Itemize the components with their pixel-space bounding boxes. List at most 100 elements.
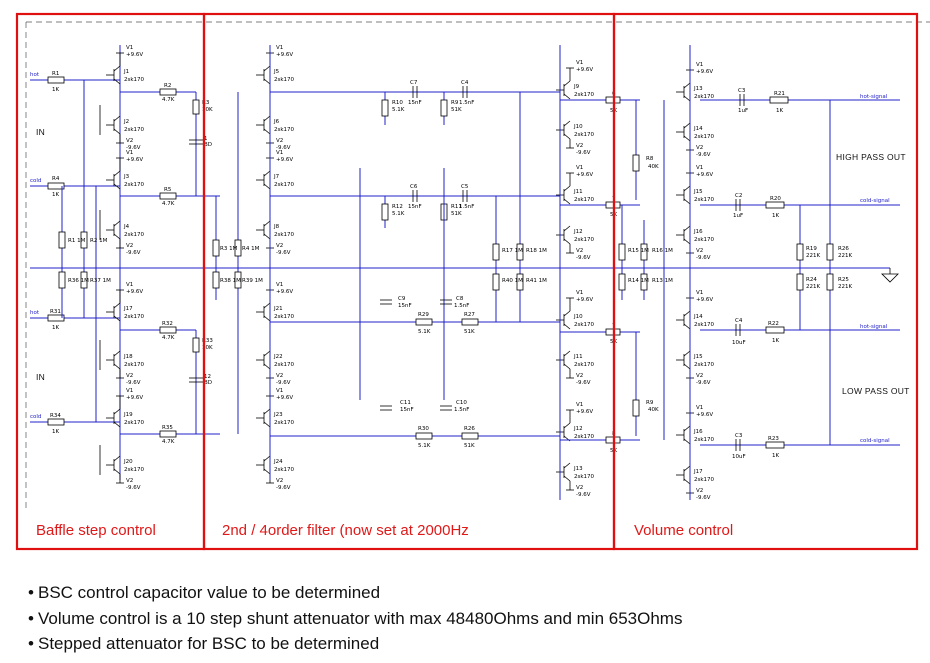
svg-text:R38 1M: R38 1M — [220, 278, 241, 284]
in-label-lower: IN — [36, 372, 45, 382]
svg-text:V2: V2 — [276, 478, 283, 484]
svg-text:1K: 1K — [772, 453, 779, 459]
svg-text:J8: J8 — [273, 224, 280, 230]
svg-text:2sk170: 2sk170 — [274, 232, 295, 238]
svg-text:-9.6V: -9.6V — [276, 380, 291, 386]
svg-text:1: 1 — [204, 136, 208, 142]
svg-text:C7: C7 — [410, 80, 418, 86]
svg-text:R40 1M: R40 1M — [502, 278, 523, 284]
svg-text:4.7K: 4.7K — [162, 201, 175, 207]
svg-text:2sk170: 2sk170 — [574, 237, 595, 243]
svg-text:V2: V2 — [576, 143, 583, 149]
svg-text:J7: J7 — [273, 174, 280, 180]
svg-text:R36 1M: R36 1M — [68, 278, 89, 284]
input-hot-lower: hot — [30, 310, 40, 316]
svg-text:R27: R27 — [464, 312, 475, 318]
svg-text:2sk170: 2sk170 — [694, 322, 715, 328]
svg-text:1K: 1K — [52, 429, 59, 435]
svg-text:221K: 221K — [806, 284, 820, 290]
svg-text:V1: V1 — [126, 45, 133, 51]
svg-text:2sk170: 2sk170 — [274, 420, 295, 426]
output-hp-cold: cold-signal — [860, 198, 890, 204]
svg-text:V1: V1 — [126, 388, 133, 394]
svg-text:51K: 51K — [451, 107, 462, 113]
svg-text:-9.6V: -9.6V — [576, 150, 591, 156]
svg-text:R1: R1 — [52, 71, 59, 77]
svg-text:-9.6V: -9.6V — [276, 485, 291, 491]
svg-text:J6: J6 — [273, 119, 280, 125]
output-lp-hot: hot-signal — [860, 324, 888, 330]
note-text: BSC control capacitor value to be determ… — [38, 583, 381, 602]
svg-text:2sk170: 2sk170 — [124, 467, 145, 473]
svg-text:2sk170: 2sk170 — [124, 182, 145, 188]
svg-text:R20: R20 — [770, 196, 781, 202]
svg-text:2sk170: 2sk170 — [574, 474, 595, 480]
note-item: •BSC control capacitor value to be deter… — [28, 583, 381, 602]
svg-text:-9.6V: -9.6V — [276, 250, 291, 256]
svg-text:+9.6V: +9.6V — [696, 172, 713, 178]
svg-text:2sk170: 2sk170 — [274, 362, 295, 368]
svg-text:R16 1M: R16 1M — [652, 248, 673, 254]
svg-text:51K: 51K — [451, 211, 462, 217]
svg-text:R35: R35 — [162, 425, 173, 431]
svg-text:2sk170: 2sk170 — [694, 437, 715, 443]
svg-text:2sk170: 2sk170 — [694, 477, 715, 483]
high-pass-out-label: HIGH PASS OUT — [836, 152, 906, 162]
svg-text:-9.6V: -9.6V — [276, 145, 291, 151]
svg-text:R1 1M: R1 1M — [68, 238, 86, 244]
svg-text:C5: C5 — [461, 184, 469, 190]
svg-text:J14: J14 — [693, 126, 703, 132]
svg-text:2sk170: 2sk170 — [694, 362, 715, 368]
svg-text:R24: R24 — [806, 277, 817, 283]
ground-symbol — [881, 268, 899, 283]
svg-text:C6: C6 — [410, 184, 418, 190]
svg-text:J15: J15 — [693, 354, 703, 360]
svg-text:V1: V1 — [576, 290, 583, 296]
svg-text:+9.6V: +9.6V — [576, 297, 593, 303]
svg-text:C4: C4 — [461, 80, 469, 86]
svg-text:J18: J18 — [123, 354, 133, 360]
svg-text:-9.6V: -9.6V — [696, 152, 711, 158]
svg-text:R39 1M: R39 1M — [242, 278, 263, 284]
svg-text:15nF: 15nF — [408, 204, 422, 210]
in-label-upper: IN — [36, 127, 45, 137]
svg-text:V1: V1 — [576, 60, 583, 66]
svg-text:2sk170: 2sk170 — [694, 134, 715, 140]
svg-text:-9.6V: -9.6V — [576, 492, 591, 498]
jfet-stages: J12sk170V1+9.6VJ22sk170V2-9.6VJ32sk170V1… — [106, 45, 715, 501]
svg-text:1K: 1K — [52, 87, 59, 93]
svg-text:V1: V1 — [276, 388, 283, 394]
svg-text:2sk170: 2sk170 — [124, 232, 145, 238]
svg-text:-9.6V: -9.6V — [126, 250, 141, 256]
svg-text:R12: R12 — [392, 204, 403, 210]
svg-text:1.5nF: 1.5nF — [454, 303, 469, 309]
svg-text:2sk170: 2sk170 — [574, 92, 595, 98]
svg-text:V1: V1 — [276, 150, 283, 156]
svg-text:V1: V1 — [696, 405, 703, 411]
svg-text:J22: J22 — [273, 354, 283, 360]
svg-text:J10: J10 — [573, 314, 583, 320]
svg-text:J11: J11 — [573, 189, 583, 195]
svg-text:J3: J3 — [123, 174, 130, 180]
svg-text:2sk170: 2sk170 — [124, 314, 145, 320]
svg-text:2sk170: 2sk170 — [274, 77, 295, 83]
svg-text:+9.6V: +9.6V — [576, 172, 593, 178]
svg-text:51K: 51K — [464, 443, 475, 449]
svg-text:R23: R23 — [768, 436, 779, 442]
svg-text:J2: J2 — [123, 119, 129, 125]
svg-text:2sk170: 2sk170 — [694, 237, 715, 243]
svg-text:R26: R26 — [838, 246, 849, 252]
svg-text:J16: J16 — [693, 229, 703, 235]
svg-text:-9.6V: -9.6V — [126, 380, 141, 386]
